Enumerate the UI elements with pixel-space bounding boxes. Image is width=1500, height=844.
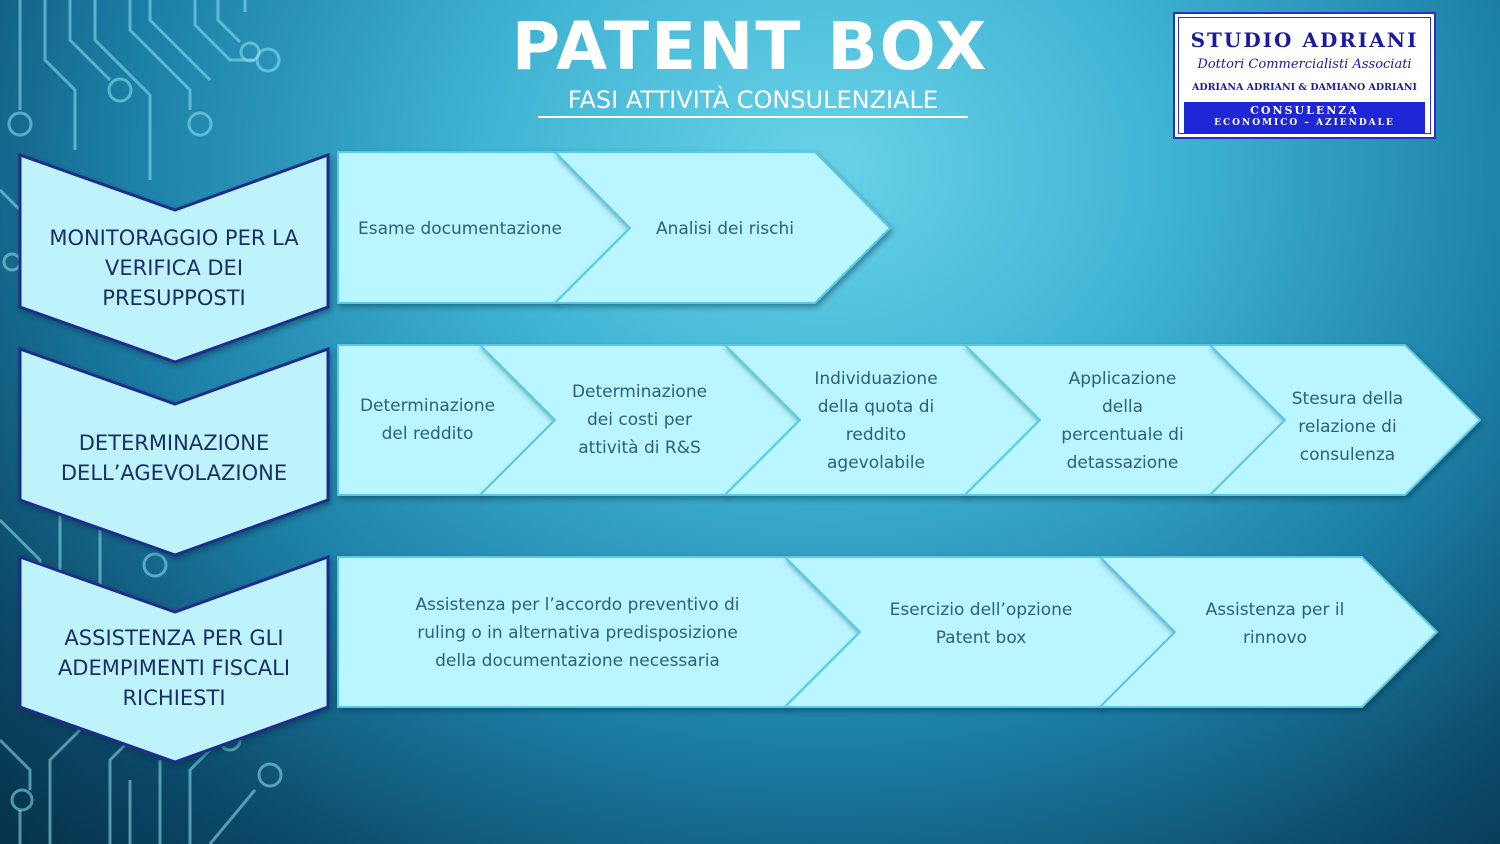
step-analisi-rischi: Analisi dei rischi [630,210,820,248]
step-applicazione-percentuale: Applicazione della percentuale di detass… [1050,350,1195,492]
phase-label-determinazione: DETERMINAZIONE DELL’AGEVOLAZIONE [40,420,308,495]
step-determinazione-costi: Determinazione dei costi per attività di… [562,370,717,470]
step-determinazione-reddito: Determinazione del reddito [350,385,505,455]
step-stesura-relazione: Stesura della relazione di consulenza [1285,368,1410,486]
step-esercizio-opzione: Esercizio dell’opzione Patent box [870,592,1092,656]
step-esame-documentazione: Esame documentazione [345,210,575,248]
phase-label-assistenza: ASSISTENZA PER GLI ADEMPIMENTI FISCALI R… [40,620,308,715]
step-accordo-ruling: Assistenza per l’accordo preventivo di r… [405,574,750,692]
step-individuazione-quota: Individuazione della quota di reddito ag… [800,362,952,480]
phase-label-monitoraggio: MONITORAGGIO PER LA VERIFICA DEI PRESUPP… [40,220,308,315]
step-assistenza-rinnovo: Assistenza per il rinnovo [1185,592,1365,656]
